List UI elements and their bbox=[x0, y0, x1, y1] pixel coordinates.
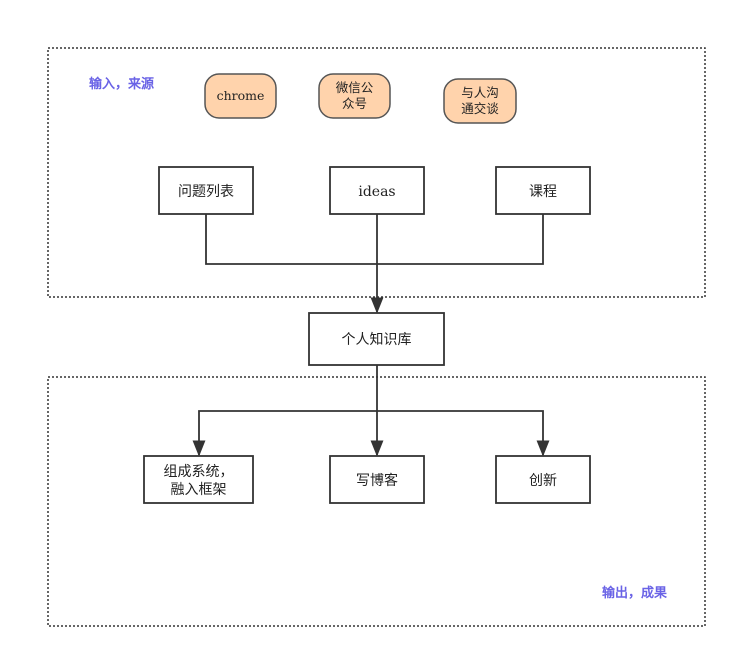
output-node-innovation: 创新 bbox=[495, 455, 591, 504]
input-node-question-list: 问题列表 bbox=[158, 166, 254, 215]
source-node-conversation: 与人沟 通交谈 bbox=[443, 78, 517, 124]
connector-to-framework bbox=[192, 410, 377, 457]
svg-text:创新: 创新 bbox=[529, 473, 557, 489]
svg-text:写博客: 写博客 bbox=[356, 472, 398, 489]
svg-text:众号: 众号 bbox=[342, 96, 367, 111]
svg-text:微信公: 微信公 bbox=[336, 80, 374, 95]
input-node-courses: 课程 bbox=[495, 166, 591, 215]
output-node-blog: 写博客 bbox=[329, 455, 425, 504]
input-node-ideas: ideas bbox=[329, 166, 425, 215]
svg-text:通交谈: 通交谈 bbox=[461, 101, 499, 116]
connector-question-list bbox=[205, 214, 377, 265]
svg-text:ideas: ideas bbox=[358, 184, 395, 200]
svg-text:课程: 课程 bbox=[529, 184, 557, 200]
output-node-framework: 组成系统， 融入框架 bbox=[143, 455, 254, 504]
svg-text:chrome: chrome bbox=[217, 88, 265, 103]
input-region-box bbox=[47, 47, 706, 298]
connector-to-innovation bbox=[377, 410, 550, 457]
svg-text:个人知识库: 个人知识库 bbox=[342, 331, 412, 348]
center-node-knowledge-base: 个人知识库 bbox=[308, 312, 445, 366]
svg-text:问题列表: 问题列表 bbox=[178, 184, 234, 200]
svg-text:与人沟: 与人沟 bbox=[461, 85, 499, 100]
source-node-wechat: 微信公 众号 bbox=[318, 73, 391, 119]
svg-text:融入框架: 融入框架 bbox=[171, 482, 227, 498]
source-node-chrome: chrome bbox=[204, 73, 277, 119]
connector-courses bbox=[377, 214, 544, 265]
output-region-label: 输出，成果 bbox=[602, 585, 667, 601]
input-region-label: 输入，来源 bbox=[89, 76, 154, 92]
svg-text:组成系统，: 组成系统， bbox=[164, 464, 234, 480]
